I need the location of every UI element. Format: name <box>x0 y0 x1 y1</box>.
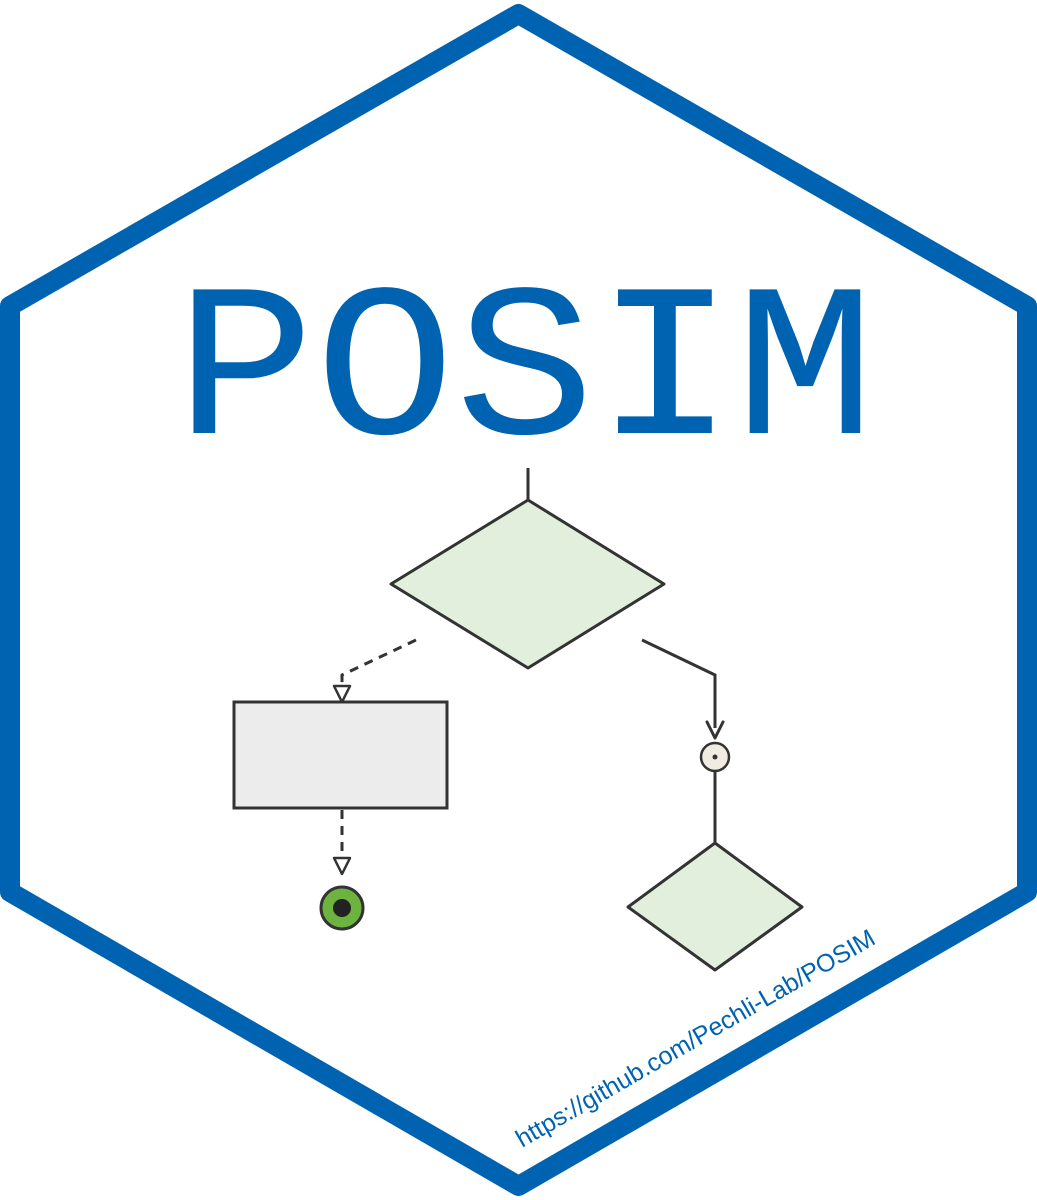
flowchart-diagram <box>232 468 804 972</box>
decision-diamond-icon <box>389 498 666 670</box>
arrowhead-open-icon <box>332 684 352 704</box>
arrowhead-open-icon <box>332 856 352 876</box>
merge-node-dot <box>712 754 718 760</box>
decision-diamond-icon <box>626 841 804 972</box>
process-box-icon <box>232 700 449 810</box>
solid-connector <box>641 638 717 728</box>
end-node-core <box>333 899 351 917</box>
arrowhead-icon <box>705 720 725 740</box>
sticker-title: POSIM <box>175 253 875 499</box>
dashed-connector <box>340 638 417 688</box>
